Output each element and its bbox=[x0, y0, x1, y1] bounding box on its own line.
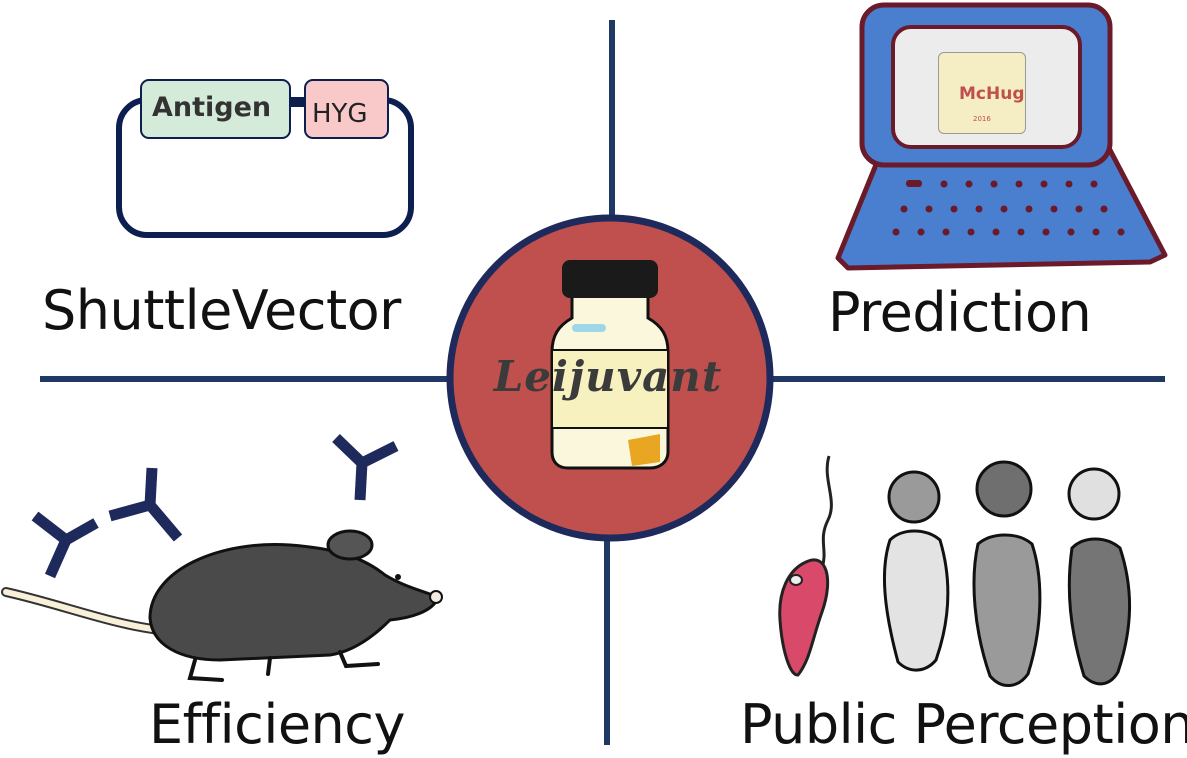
antibody-icon bbox=[332, 434, 399, 501]
laptop-icon bbox=[835, 2, 1168, 271]
laptop-keys bbox=[892, 180, 1125, 236]
antigen-box bbox=[140, 79, 291, 139]
people-icon bbox=[883, 460, 1131, 687]
quadrant-label-prediction: Prediction bbox=[828, 281, 1092, 344]
quadrant-label-efficiency: Efficiency bbox=[149, 693, 405, 756]
vaccine-vial-icon bbox=[550, 260, 670, 470]
shuttle-vector-diagram bbox=[116, 79, 414, 238]
parasite-icon bbox=[778, 455, 833, 677]
antigen-label: Antigen bbox=[152, 92, 272, 123]
mouse-ear bbox=[326, 529, 374, 561]
quadrant-label-public-perception: Public Perception bbox=[740, 693, 1187, 756]
mouse-icon bbox=[1, 529, 443, 682]
quadrant-dividers bbox=[40, 20, 1165, 745]
antibody-icon bbox=[31, 511, 99, 579]
hyg-box bbox=[304, 79, 389, 139]
center-title: Leijuvant bbox=[493, 352, 723, 401]
center-vaccine-badge bbox=[446, 214, 774, 542]
hyg-label: HYG bbox=[312, 99, 368, 129]
mchug-logo-text: McHug bbox=[959, 84, 1025, 104]
quadrant-label-shuttle-vector: ShuttleVector bbox=[42, 279, 401, 342]
mchug-logo-year: 2016 bbox=[973, 115, 991, 123]
mchug-logo: McHug 2016 bbox=[938, 52, 1026, 134]
antibody-icons bbox=[31, 434, 399, 579]
antibody-icon bbox=[108, 467, 183, 542]
mouse-body bbox=[148, 542, 440, 662]
